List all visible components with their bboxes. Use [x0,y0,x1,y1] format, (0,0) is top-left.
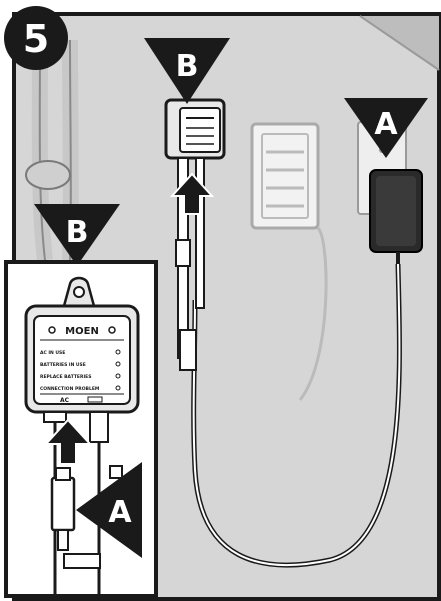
marker-a-top: A [344,98,428,158]
indicator-ac-in-use: AC IN USE [40,350,65,356]
indicator-batteries-in-use: BATTERIES IN USE [40,362,86,368]
brand-logo-text: MOEN [65,326,99,337]
module-front-panel: MOEN AC IN USE BATTERIES IN USE REPLACE … [40,326,124,404]
marker-b-top: B [144,38,230,104]
svg-text:5: 5 [23,17,49,61]
control-module-small [164,98,226,371]
step-number-badge: 5 [4,6,68,70]
svg-text:B: B [66,215,89,250]
indicator-connection-problem: CONNECTION PROBLEM [40,386,100,392]
insert-arrow-up [169,172,215,215]
adapter-cable [191,263,402,568]
ac-port-label: AC [60,397,70,404]
power-adapter [369,169,423,264]
indicator-replace-batteries: REPLACE BATTERIES [40,374,91,380]
battery-pack [250,122,328,401]
marker-b-inset: B [34,204,120,266]
inset-cables [43,411,123,596]
marker-a-inset: A [76,462,142,558]
svg-text:A: A [108,495,132,530]
svg-text:A: A [374,107,398,142]
svg-text:B: B [176,49,199,84]
insert-arrow-up-inset [43,418,93,465]
